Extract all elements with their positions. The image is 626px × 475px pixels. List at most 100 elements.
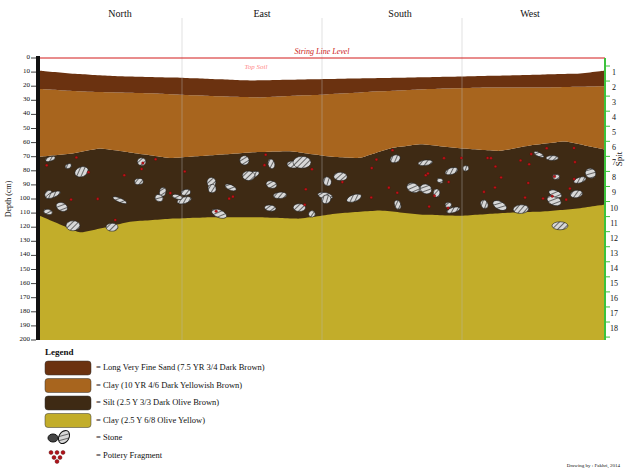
pottery-fragment xyxy=(123,174,126,177)
pottery-fragment xyxy=(45,164,48,167)
depth-tick xyxy=(31,86,36,87)
spit-tick xyxy=(605,261,610,262)
pottery-fragment xyxy=(96,198,99,201)
pottery-fragment xyxy=(183,170,186,173)
stone xyxy=(446,206,461,215)
string-line-label: String Line Level xyxy=(294,48,349,57)
pottery-fragment xyxy=(551,195,554,198)
legend-swatch xyxy=(45,414,91,428)
depth-value: 30 xyxy=(23,96,30,104)
spit-tick xyxy=(605,96,610,97)
stone xyxy=(405,181,421,194)
depth-value: 10 xyxy=(23,68,30,76)
stone xyxy=(106,223,118,231)
depth-axis xyxy=(36,56,40,340)
depth-tick xyxy=(31,340,36,341)
spit-tick xyxy=(605,141,610,142)
pottery-fragment xyxy=(530,153,533,156)
depth-tick xyxy=(31,170,36,171)
stone xyxy=(552,222,568,230)
spit-number: 3 xyxy=(612,99,616,108)
legend-text: = Stone xyxy=(96,433,122,442)
pottery-fragment xyxy=(427,172,430,175)
pottery-fragment xyxy=(428,205,431,208)
depth-value: 190 xyxy=(20,322,31,330)
stone xyxy=(546,156,558,161)
stone xyxy=(45,190,61,201)
stone xyxy=(242,171,255,181)
stone xyxy=(172,193,183,200)
stone xyxy=(239,155,250,166)
spit-number: 10 xyxy=(610,204,618,213)
stone xyxy=(43,208,53,215)
pottery-symbol xyxy=(58,456,62,460)
stone xyxy=(210,207,228,220)
pottery-fragment xyxy=(574,161,577,164)
spit-axis xyxy=(604,58,606,340)
depth-tick xyxy=(31,58,36,59)
clay-layer xyxy=(40,86,605,158)
stone xyxy=(137,158,146,166)
depth-value: 140 xyxy=(20,252,31,260)
stone xyxy=(267,158,276,170)
legend-text: = Pottery Fragment xyxy=(96,451,162,460)
pottery-fragment xyxy=(500,176,503,179)
depth-tick xyxy=(31,255,36,256)
stone xyxy=(444,166,459,176)
spit-number: 16 xyxy=(610,294,618,303)
spit-number: 8 xyxy=(612,174,616,183)
depth-value: 20 xyxy=(23,82,30,90)
stone xyxy=(273,192,287,200)
depth-tick xyxy=(31,297,36,298)
spit-tick xyxy=(605,306,610,307)
layer-label: Top Soil xyxy=(245,64,268,72)
pottery-fragment xyxy=(388,186,391,189)
string-line xyxy=(40,58,605,59)
stone xyxy=(436,177,444,184)
stone xyxy=(322,175,333,187)
stones xyxy=(43,150,598,231)
pottery-fragment xyxy=(263,164,266,167)
depth-value: 70 xyxy=(23,153,30,161)
legend-text: = Long Very Fine Sand (7.5 YR 3/4 Dark B… xyxy=(96,363,265,372)
pottery-fragment xyxy=(228,197,231,200)
pottery-fragment xyxy=(396,191,399,194)
stone xyxy=(181,189,191,196)
stone xyxy=(134,178,143,185)
spit-tick xyxy=(605,111,610,112)
spit-tick xyxy=(605,171,610,172)
spit-tick xyxy=(605,201,610,202)
depth-value: 100 xyxy=(20,195,31,203)
depth-tick xyxy=(31,72,36,73)
stone xyxy=(320,193,332,205)
quadrant-divider xyxy=(462,18,463,340)
pottery-fragment xyxy=(70,198,73,201)
pottery-fragment xyxy=(528,163,531,166)
stone-symbol xyxy=(48,434,58,442)
spit-tick xyxy=(605,156,610,157)
direction-heading: South xyxy=(388,8,411,19)
legend-swatch xyxy=(45,361,91,375)
stone xyxy=(265,180,277,190)
legend-text: = Silt (2.5 Y 3/3 Dark Olive Brown) xyxy=(96,398,219,407)
stone xyxy=(264,204,276,211)
pottery-fragment xyxy=(460,157,463,160)
pottery-fragment xyxy=(142,162,145,165)
pottery-symbol xyxy=(55,451,59,455)
legend xyxy=(45,361,91,464)
axis-title: Depth (cm) xyxy=(5,181,14,218)
pottery-symbol xyxy=(55,460,59,464)
stone xyxy=(570,189,584,198)
stone xyxy=(207,184,217,194)
depth-tick xyxy=(31,311,36,312)
depth-tick xyxy=(31,283,36,284)
pottery-fragment xyxy=(565,198,568,201)
stone xyxy=(346,192,363,204)
stone xyxy=(333,172,347,181)
pottery-symbol xyxy=(52,456,56,460)
spit-number: 2 xyxy=(612,84,616,93)
stone xyxy=(45,155,56,162)
legend-title: Legend xyxy=(45,348,74,358)
spit-tick xyxy=(605,66,610,67)
pottery-fragment xyxy=(519,159,522,162)
